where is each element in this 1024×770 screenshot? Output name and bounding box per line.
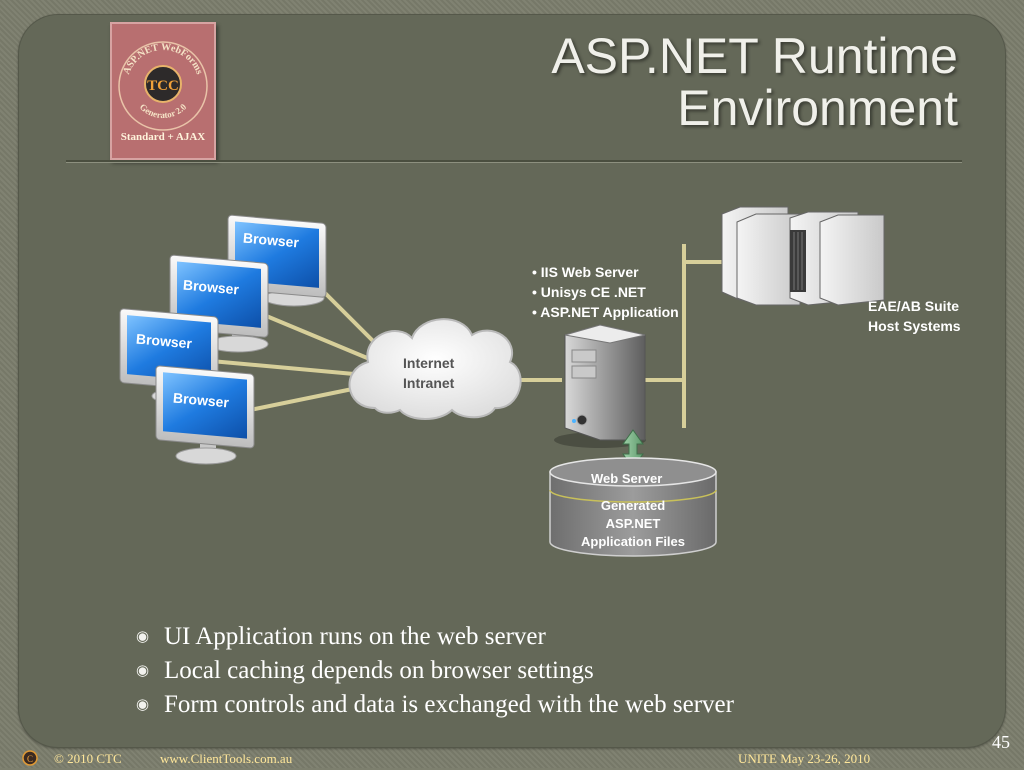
title-line-2: Environment [677,80,958,136]
footer-copyright: © 2010 CTC [54,751,122,766]
footer-event: UNITE May 23-26, 2010 [738,751,871,766]
host-systems-label: EAE/AB Suite Host Systems [868,296,961,336]
bullet-text: Local caching depends on browser setting… [164,657,594,684]
server-features: • IIS Web Server • Unisys CE .NET • ASP.… [532,262,679,322]
footer-website-link[interactable]: www.ClientTools.com.au [160,751,293,766]
ctc-logo: ASP.NET WebForms Generator 2.0 TCC Stand… [110,22,216,160]
bullet-item: ◉ Local caching depends on browser settin… [134,654,994,688]
slide-title: ASP.NET Runtime Environment [438,30,958,134]
logo-badge: Standard + AJAX [121,131,206,143]
browser-monitor-4 [155,365,255,465]
link-browser-2 [251,308,373,362]
database-line-3: Application Files [580,534,685,549]
database-line-1: Generated [600,498,666,513]
title-line-1: ASP.NET Runtime [551,28,958,84]
bullet-list: ◉ UI Application runs on the web server ◉… [134,620,994,722]
web-server-tower [554,324,646,448]
internet-cloud [348,318,522,420]
ctc-logo-graphic: ASP.NET WebForms Generator 2.0 TCC Stand… [118,41,208,143]
link-browser-3 [199,358,366,377]
host-label-line-2: Host Systems [868,318,961,334]
server-feature-2: • Unisys CE .NET [532,284,646,300]
bullet-item: ◉ Form controls and data is exchanged wit… [134,688,994,722]
database-line-2: ASP.NET [605,516,661,531]
database-contents: Generated ASP.NET Application Files [553,497,713,551]
title-divider [66,160,962,163]
cloud-label-line-2: Intranet [403,375,455,391]
bullet-marker-icon: ◉ [136,663,150,679]
database-title: Web Server [591,471,663,486]
web-server-database [549,457,717,557]
cloud-label: Internet Intranet [403,353,454,393]
bullet-marker-icon: ◉ [136,629,150,645]
svg-text:C: C [27,754,33,764]
bullet-marker-icon: ◉ [136,697,150,713]
host-label-line-1: EAE/AB Suite [868,298,960,314]
cloud-label-line-1: Internet [403,355,455,371]
host-systems-racks [721,206,885,306]
bullet-text: UI Application runs on the web server [164,623,546,650]
bullet-item: ◉ UI Application runs on the web server [134,620,994,654]
footer-logo-icon: C [22,750,38,770]
server-feature-3: • ASP.NET Application [532,304,679,320]
logo-emblem: TCC [147,78,179,94]
slide-footer: C © 2010 CTC www.ClientTools.com.au UNIT… [0,750,1024,768]
page-number: 45 [992,732,1010,752]
bullet-text: Form controls and data is exchanged with… [164,691,734,718]
server-feature-1: • IIS Web Server [532,264,639,280]
